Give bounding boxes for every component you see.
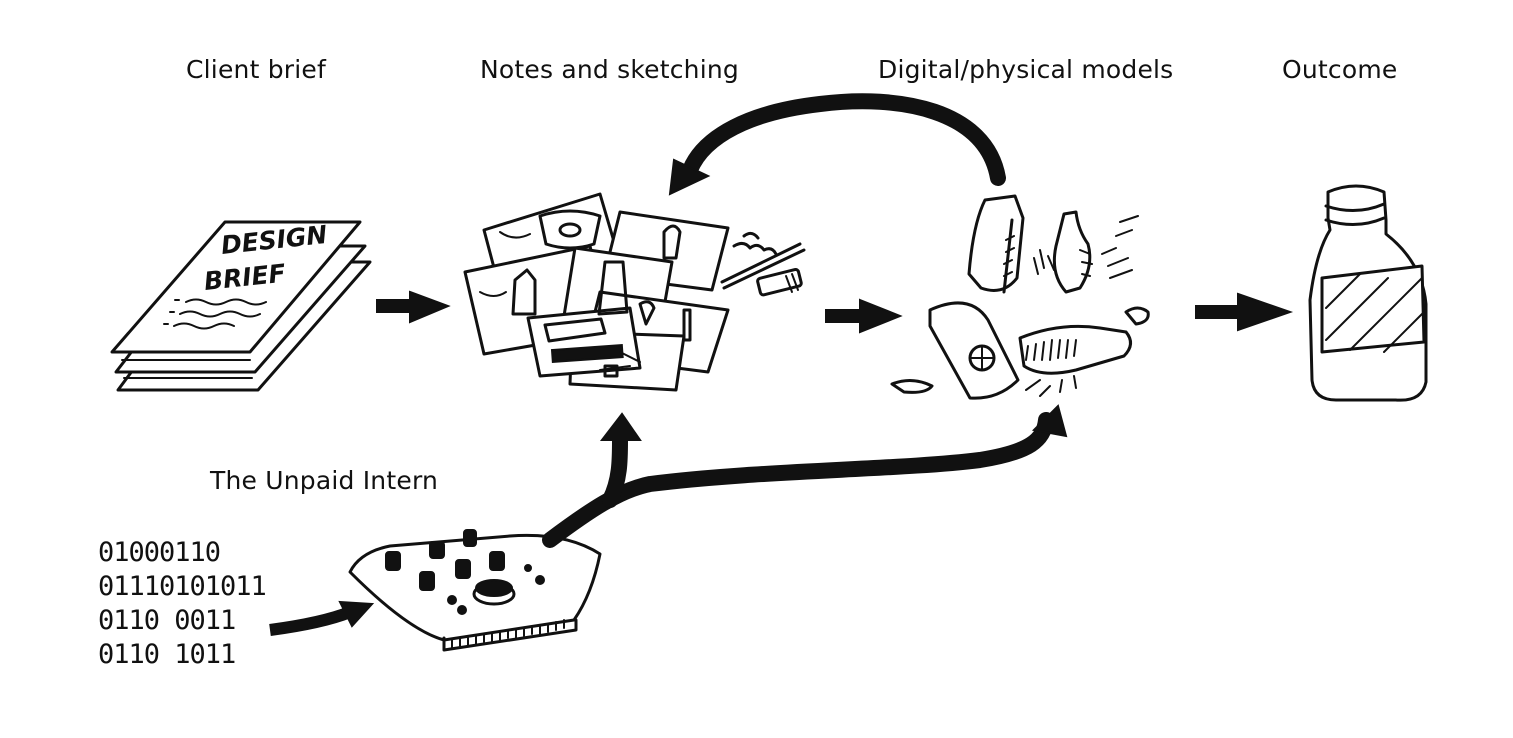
- design-brief-document-icon: DESIGN BRIEF: [110, 220, 372, 392]
- stage-label-models: Digital/physical models: [878, 55, 1174, 84]
- binary-code: 01000110 01110101011 0110 0011 0110 1011: [98, 536, 267, 672]
- bottle-models-icon: [890, 194, 1150, 400]
- arrow-right-icon: [825, 298, 903, 334]
- binary-line: 01000110: [98, 537, 221, 568]
- device-tablet-icon: [348, 529, 602, 652]
- bottle-outcome-icon: [1308, 184, 1428, 402]
- stage-label-outcome: Outcome: [1282, 55, 1398, 84]
- binary-line: 0110 1011: [98, 639, 236, 670]
- curved-arrow-icon: [269, 600, 375, 636]
- intern-label: The Unpaid Intern: [210, 466, 439, 495]
- arrow-right-icon: [376, 290, 451, 324]
- binary-line: 01110101011: [98, 571, 267, 602]
- binary-line: 0110 0011: [98, 605, 236, 636]
- sketches-pile-icon: [463, 192, 806, 392]
- arrow-right-icon: [1195, 292, 1294, 332]
- stage-label-client-brief: Client brief: [186, 55, 326, 84]
- branch-arrow-icon: [542, 404, 1068, 548]
- feedback-arrow-icon: [668, 93, 1006, 196]
- stage-label-notes-sketching: Notes and sketching: [480, 55, 739, 84]
